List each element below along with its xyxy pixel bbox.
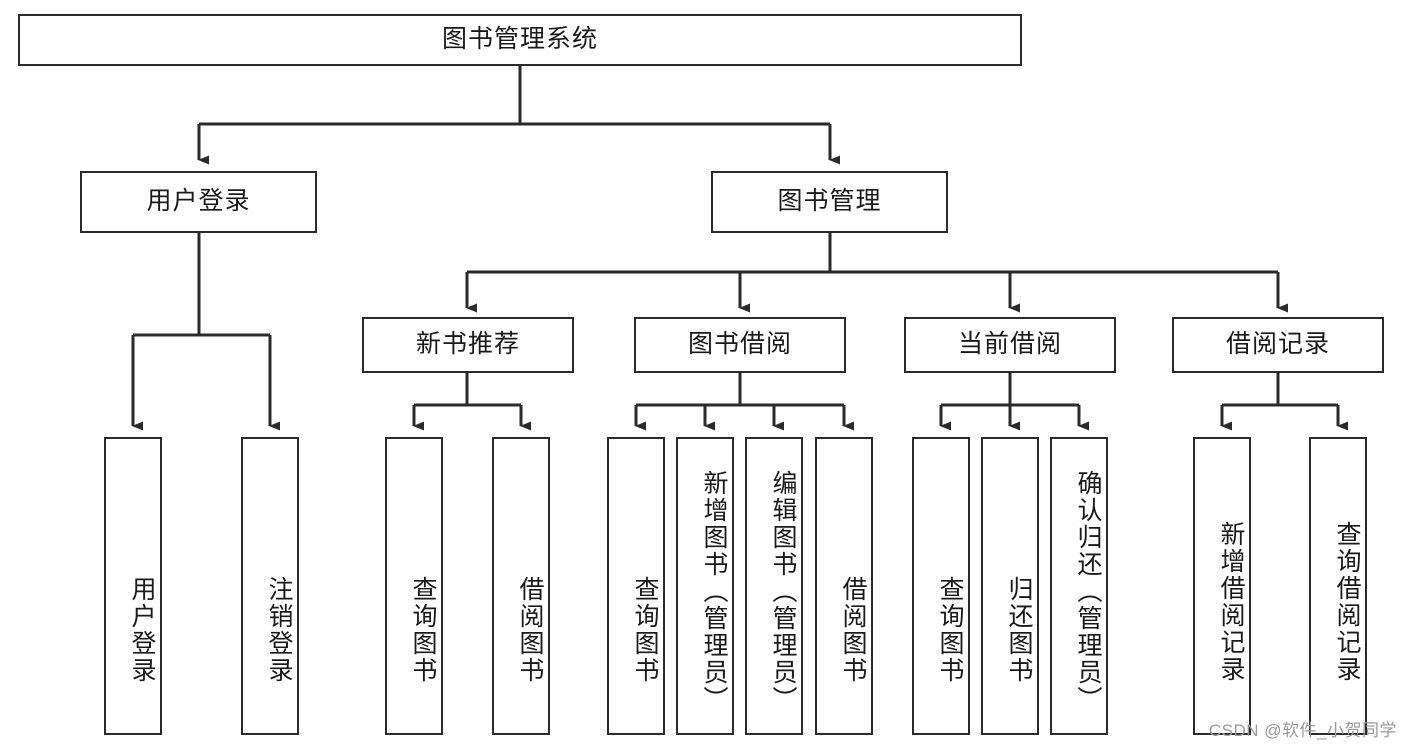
node-book-borrow-label: 图书借阅: [687, 330, 792, 359]
leaf-current-borrow-query-label: 查询图书: [936, 576, 964, 684]
leaf-new-book-query-label: 查询图书: [409, 576, 437, 684]
leaf-book-borrow-query-label: 查询图书: [631, 576, 659, 684]
node-new-book-recommend-label: 新书推荐: [415, 330, 520, 359]
leaf-current-borrow-query[interactable]: 查询图书: [912, 437, 970, 735]
leaf-current-borrow-confirm-label: 确认归还（管理员）: [1074, 469, 1102, 713]
node-borrow-records[interactable]: 借阅记录: [1172, 317, 1384, 373]
leaf-user-login-signout-label: 注销登录: [265, 576, 293, 684]
leaf-borrow-records-query-label: 查询借阅记录: [1333, 521, 1361, 683]
leaf-book-borrow-query[interactable]: 查询图书: [607, 437, 665, 735]
node-book-manage[interactable]: 图书管理: [711, 171, 948, 233]
leaf-current-borrow-return[interactable]: 归还图书: [981, 437, 1039, 735]
node-user-login[interactable]: 用户登录: [80, 171, 317, 233]
leaf-borrow-records-add[interactable]: 新增借阅记录: [1193, 437, 1251, 735]
node-user-login-label: 用户登录: [146, 187, 251, 216]
leaf-user-login-signin-label: 用户登录: [128, 576, 156, 684]
csdn-watermark: CSDN @软件_小贺同学: [1208, 721, 1397, 740]
leaf-current-borrow-return-label: 归还图书: [1005, 576, 1033, 684]
leaf-borrow-records-query[interactable]: 查询借阅记录: [1309, 437, 1367, 735]
leaf-current-borrow-confirm[interactable]: 确认归还（管理员）: [1050, 437, 1108, 735]
node-new-book-recommend[interactable]: 新书推荐: [362, 317, 574, 373]
node-root-system-label: 图书管理系统: [441, 25, 598, 54]
leaf-book-borrow-edit[interactable]: 编辑图书（管理员）: [745, 437, 803, 735]
node-current-borrow[interactable]: 当前借阅: [904, 317, 1116, 373]
leaf-book-borrow-add[interactable]: 新增图书（管理员）: [676, 437, 734, 735]
node-book-manage-label: 图书管理: [777, 187, 882, 216]
node-book-borrow[interactable]: 图书借阅: [634, 317, 846, 373]
node-root-system[interactable]: 图书管理系统: [18, 14, 1022, 66]
leaf-new-book-borrow-label: 借阅图书: [516, 576, 544, 684]
leaf-new-book-borrow[interactable]: 借阅图书: [492, 437, 550, 735]
leaf-new-book-query[interactable]: 查询图书: [385, 437, 443, 735]
leaf-user-login-signin[interactable]: 用户登录: [104, 437, 162, 735]
leaf-book-borrow-borrow-label: 借阅图书: [839, 576, 867, 684]
leaf-book-borrow-edit-label: 编辑图书（管理员）: [769, 469, 797, 713]
leaf-borrow-records-add-label: 新增借阅记录: [1217, 521, 1245, 683]
leaf-book-borrow-borrow[interactable]: 借阅图书: [815, 437, 873, 735]
node-current-borrow-label: 当前借阅: [957, 330, 1062, 359]
leaf-user-login-signout[interactable]: 注销登录: [241, 437, 299, 735]
node-borrow-records-label: 借阅记录: [1225, 330, 1330, 359]
leaf-book-borrow-add-label: 新增图书（管理员）: [700, 469, 728, 713]
